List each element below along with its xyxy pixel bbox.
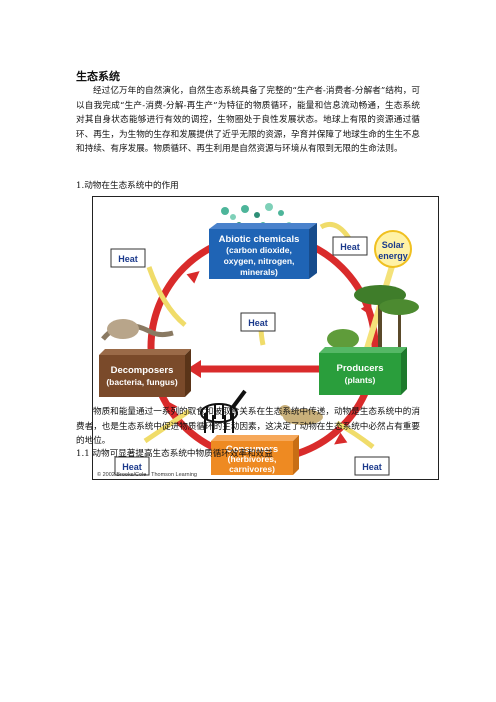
producers-subtitle: (plants) xyxy=(345,375,376,385)
page-title: 生态系统 xyxy=(76,70,120,83)
heat-box-top-left: Heat xyxy=(110,248,146,268)
decomposers-title: Decomposers xyxy=(111,365,174,376)
tree-illustration xyxy=(327,285,419,353)
heat-box-center: Heat xyxy=(240,312,276,332)
heat-label: Heat xyxy=(122,462,142,472)
heat-label: Heat xyxy=(340,242,360,252)
consumers-line-2: (herbivores, xyxy=(228,454,277,464)
transfer-arrowhead xyxy=(187,360,201,378)
solar-label-1: Solar xyxy=(382,240,405,250)
decomposers-subtitle: (bacteria, fungus) xyxy=(106,377,177,387)
abiotic-chemicals-box: Abiotic chemicals (carbon dioxide, oxyge… xyxy=(209,223,317,279)
cycle-arrowhead xyxy=(334,432,348,445)
ecosystem-cycle-figure: Solar energy xyxy=(92,196,439,480)
zebra-illustration xyxy=(200,389,247,433)
heat-label: Heat xyxy=(118,254,138,264)
heat-box-top-right: Heat xyxy=(332,236,368,256)
animals-role-paragraph: 物质和能量通过一系列的取食和被取食关系在生态系统中传递，动物是生态系统中的消费者… xyxy=(76,407,420,447)
consumers-title: Consumers xyxy=(226,444,278,455)
abiotic-line-4: minerals) xyxy=(240,267,278,277)
decomposers-box: Decomposers (bacteria, fungus) xyxy=(99,349,191,397)
sun-icon xyxy=(374,230,412,268)
heat-box-bottom-left: Heat xyxy=(114,456,150,476)
abiotic-line-2: (carbon dioxide, xyxy=(226,245,292,255)
section-heading-1-1: 1.1 动物可显著提高生态系统中物质循环效率和效益 xyxy=(76,449,273,459)
producers-box: Producers (plants) xyxy=(319,347,407,395)
heat-box-bottom-right: Heat xyxy=(354,456,390,476)
abiotic-title: Abiotic chemicals xyxy=(219,234,300,245)
ecosystem-diagram: Solar energy xyxy=(97,203,419,478)
heat-label: Heat xyxy=(362,462,382,472)
cycle-arrowhead xyxy=(186,271,200,284)
consumers-box: Consumers (herbivores, carnivores) xyxy=(211,435,299,475)
section-heading-1: 1.动物在生态系统中的作用 xyxy=(76,181,179,191)
abiotic-line-3: oxygen, nitrogen, xyxy=(224,256,295,266)
skeleton-illustration xyxy=(101,319,174,341)
producers-title: Producers xyxy=(337,363,384,374)
intro-paragraph: 经过亿万年的自然演化，自然生态系统具备了完整的“生产者-消费者-分解者”结构，可… xyxy=(76,86,420,155)
solar-label-2: energy xyxy=(378,251,408,261)
cycle-arrowhead xyxy=(165,400,178,414)
lion-illustration xyxy=(279,405,323,425)
cycle-arrowhead xyxy=(360,302,372,317)
consumers-line-3: carnivores) xyxy=(229,464,275,474)
copyright-note: © 2002 Brooks/Cole · Thomson Learning xyxy=(97,471,197,478)
heat-label: Heat xyxy=(248,318,268,328)
